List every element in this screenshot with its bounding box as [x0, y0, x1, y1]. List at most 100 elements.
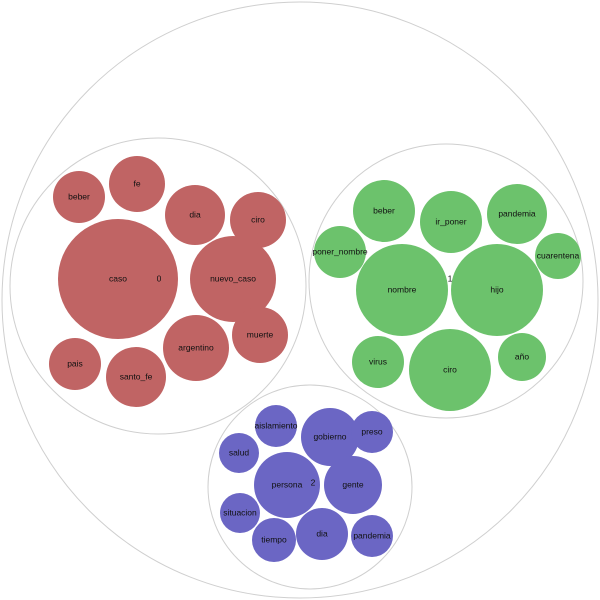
cluster-0-label: 0 [157, 273, 162, 283]
word-bubble-persona: persona [254, 452, 320, 518]
cluster-0: caso fe beber dia ciro nuevo_caso argentino mue… [9, 137, 307, 435]
word-bubble-ciro: ciro [230, 192, 286, 248]
word-bubble-fe: fe [109, 156, 165, 212]
word-bubble-label: pais [67, 358, 83, 368]
word-bubble-label: dia [316, 528, 328, 538]
word-bubble-dia: dia [296, 508, 348, 560]
word-bubble-circle [356, 244, 448, 336]
word-bubble-label: año [515, 351, 529, 361]
word-bubble-gente: gente [324, 456, 382, 514]
word-bubble-circle [487, 184, 547, 244]
word-bubble-preso: preso [351, 411, 393, 453]
word-bubble-label: cuarentena [537, 250, 580, 260]
cluster-2-outline [207, 384, 413, 590]
word-bubble-pais: pais [49, 338, 101, 390]
word-bubble-circle [106, 347, 166, 407]
word-bubble-situacion: situacion [220, 493, 260, 533]
word-bubble-nuevo-caso: nuevo_caso [190, 236, 276, 322]
word-bubble-beber: beber [53, 171, 105, 223]
word-bubble-label: nuevo_caso [210, 273, 256, 283]
word-bubble-circle [351, 515, 393, 557]
word-bubble-circle [220, 493, 260, 533]
word-bubble-circle [255, 405, 297, 447]
word-bubble-ir-poner: ir_poner [420, 191, 482, 253]
word-bubble-circle [451, 244, 543, 336]
cluster-2: aislamiento gobierno preso salud persona gent… [207, 384, 413, 590]
word-bubble-label: pandemia [353, 530, 391, 540]
word-bubble-beber: beber [353, 180, 415, 242]
word-bubble-circle [352, 336, 404, 388]
word-bubble-salud: salud [219, 433, 259, 473]
cluster-1-label: 1 [448, 273, 453, 283]
word-bubble-circle [190, 236, 276, 322]
word-bubble-circle [409, 329, 491, 411]
word-bubble-circle [232, 307, 288, 363]
word-bubble-label: santo_fe [120, 371, 153, 381]
word-bubble-argentino: argentino [163, 315, 229, 381]
word-bubble-circle [254, 452, 320, 518]
word-bubble-label: salud [229, 447, 250, 457]
word-bubble-label: poner_nombre [312, 246, 368, 256]
word-bubble-virus: virus [352, 336, 404, 388]
word-bubble-label: tiempo [261, 534, 287, 544]
cluster-0-outline [9, 137, 307, 435]
word-bubble-hijo: hijo [451, 244, 543, 336]
word-bubble-circle [296, 508, 348, 560]
word-bubble-circle [353, 180, 415, 242]
word-bubble-aislamiento: aislamiento [255, 405, 298, 447]
word-bubble-label: preso [361, 426, 383, 436]
word-bubble-label: caso [109, 273, 127, 283]
word-bubble-muerte: muerte [232, 307, 288, 363]
word-bubble-circle [252, 518, 296, 562]
word-bubble-circle [163, 315, 229, 381]
word-bubble-label: muerte [247, 329, 274, 339]
word-bubble-label: ciro [251, 214, 265, 224]
word-bubble-cuarentena: cuarentena [535, 233, 581, 279]
word-bubble-pandemia: pandemia [487, 184, 547, 244]
word-bubble-label: virus [369, 356, 387, 366]
word-bubble-circle [314, 226, 366, 278]
word-bubble-label: fe [133, 178, 140, 188]
word-bubble-label: argentino [178, 342, 214, 352]
word-bubble-tiempo: tiempo [252, 518, 296, 562]
word-bubble-label: beber [373, 205, 395, 215]
word-bubble-label: dia [189, 209, 201, 219]
word-bubble-label: nombre [388, 284, 417, 294]
word-bubble-label: ir_poner [435, 216, 466, 226]
cluster-1: beber ir_poner pandemia poner_nombre cuarent… [308, 143, 584, 419]
word-bubble-circle [301, 408, 359, 466]
word-bubble-a-o: año [498, 333, 546, 381]
word-bubble-pandemia: pandemia [351, 515, 393, 557]
word-bubble-gobierno: gobierno [301, 408, 359, 466]
word-bubble-label: situacion [223, 507, 257, 517]
word-bubble-label: gente [342, 479, 364, 489]
word-bubble-ciro: ciro [409, 329, 491, 411]
cluster-2-label: 2 [311, 477, 316, 487]
word-bubble-caso: caso [58, 219, 178, 339]
word-bubble-dia: dia [165, 185, 225, 245]
word-bubble-label: gobierno [313, 431, 346, 441]
word-bubble-label: hijo [490, 284, 504, 294]
word-bubble-label: pandemia [498, 208, 536, 218]
word-bubble-label: beber [68, 191, 90, 201]
word-bubble-label: ciro [443, 364, 457, 374]
word-bubble-circle [49, 338, 101, 390]
word-bubble-circle [165, 185, 225, 245]
word-bubble-circle [351, 411, 393, 453]
word-bubble-circle [53, 171, 105, 223]
word-bubble-circle [324, 456, 382, 514]
cluster-1-outline [308, 143, 584, 419]
word-bubble-circle [420, 191, 482, 253]
word-bubble-label: persona [272, 479, 303, 489]
word-bubble-poner-nombre: poner_nombre [312, 226, 368, 278]
word-bubble-circle [58, 219, 178, 339]
word-bubble-nombre: nombre [356, 244, 448, 336]
word-bubble-circle [498, 333, 546, 381]
word-bubble-label: aislamiento [255, 420, 298, 430]
word-bubble-circle [230, 192, 286, 248]
word-bubble-circle [109, 156, 165, 212]
word-bubble-circle [219, 433, 259, 473]
